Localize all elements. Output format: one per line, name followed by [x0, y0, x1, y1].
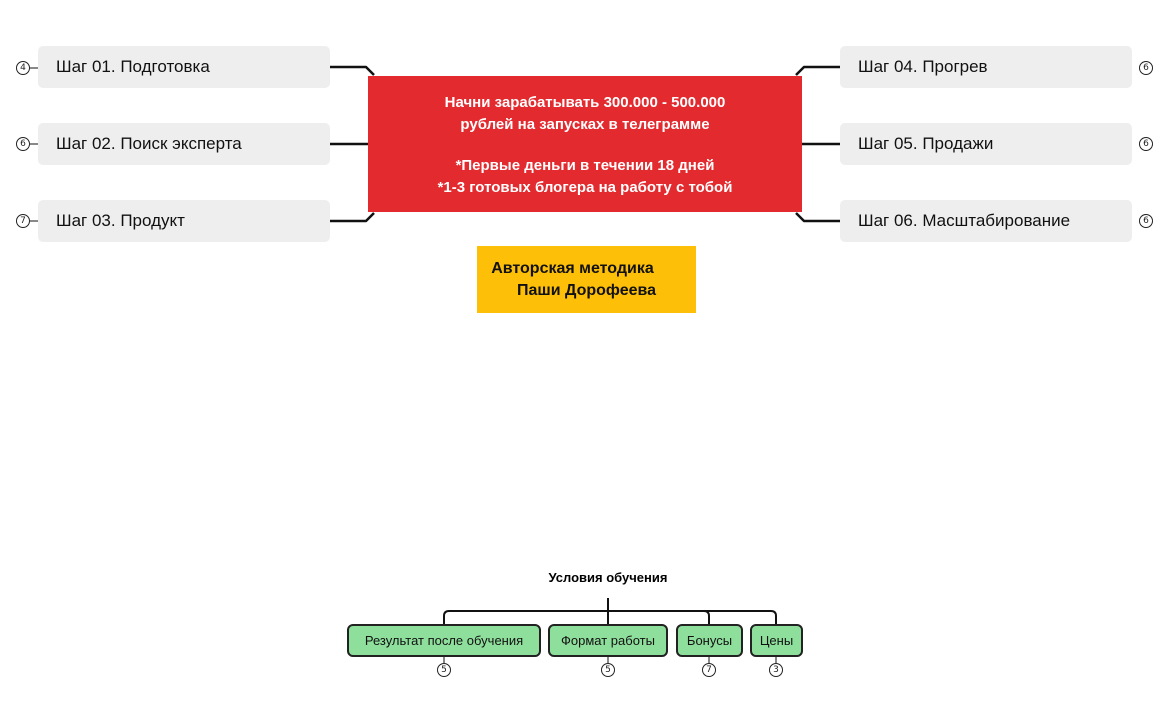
condition-prices-count-badge[interactable]: 3 — [769, 663, 783, 677]
condition-bonuses-label: Бонусы — [686, 633, 733, 648]
condition-prices-label: Цены — [759, 633, 794, 648]
author-line-2: Паши Дорофеева — [516, 281, 657, 299]
step-05-label: Шаг 05. Продажи — [858, 134, 994, 153]
step-06-count-badge[interactable]: 6 — [1139, 214, 1153, 228]
condition-result-count-badge[interactable]: 5 — [437, 663, 451, 677]
author-method-box[interactable]: Авторская методика Паши Дорофеева — [477, 246, 696, 313]
step-04-count-badge[interactable]: 6 — [1139, 61, 1153, 75]
step-02-count-badge[interactable]: 6 — [16, 137, 30, 151]
central-topic[interactable]: Начни зарабатывать 300.000 - 500.000 руб… — [368, 76, 802, 212]
central-line-4: *1-3 готовых блогера на работу с тобой — [437, 179, 733, 196]
step-02-node[interactable]: Шаг 02. Поиск эксперта — [38, 123, 330, 165]
step-04-node[interactable]: Шаг 04. Прогрев — [840, 46, 1132, 88]
step-05-node[interactable]: Шаг 05. Продажи — [840, 123, 1132, 165]
step-02-label: Шаг 02. Поиск эксперта — [56, 134, 242, 153]
step-05-count-badge[interactable]: 6 — [1139, 137, 1153, 151]
condition-result-label: Результат после обучения — [364, 633, 524, 648]
condition-result-node[interactable]: Результат после обучения — [347, 624, 541, 657]
central-line-2: рублей на запусках в телеграмме — [460, 116, 710, 133]
condition-format-node[interactable]: Формат работы — [548, 624, 668, 657]
condition-bonuses-count-badge[interactable]: 7 — [702, 663, 716, 677]
step-01-node[interactable]: Шаг 01. Подготовка — [38, 46, 330, 88]
condition-format-count-badge[interactable]: 5 — [601, 663, 615, 677]
step-03-node[interactable]: Шаг 03. Продукт — [38, 200, 330, 242]
condition-format-label: Формат работы — [561, 633, 655, 648]
step-03-count-badge[interactable]: 7 — [16, 214, 30, 228]
step-01-count-badge[interactable]: 4 — [16, 61, 30, 75]
step-04-label: Шаг 04. Прогрев — [858, 57, 988, 76]
author-line-1: Авторская методика — [491, 259, 654, 277]
step-01-label: Шаг 01. Подготовка — [56, 57, 210, 76]
central-line-3: *Первые деньги в течении 18 дней — [455, 157, 715, 174]
step-03-label: Шаг 03. Продукт — [56, 211, 185, 230]
step-06-label: Шаг 06. Масштабирование — [858, 211, 1071, 230]
condition-bonuses-node[interactable]: Бонусы — [676, 624, 743, 657]
condition-prices-node[interactable]: Цены — [750, 624, 803, 657]
step-06-node[interactable]: Шаг 06. Масштабирование — [840, 200, 1132, 242]
central-line-1: Начни зарабатывать 300.000 - 500.000 — [444, 94, 726, 111]
conditions-title[interactable]: Условия обучения — [548, 570, 668, 585]
